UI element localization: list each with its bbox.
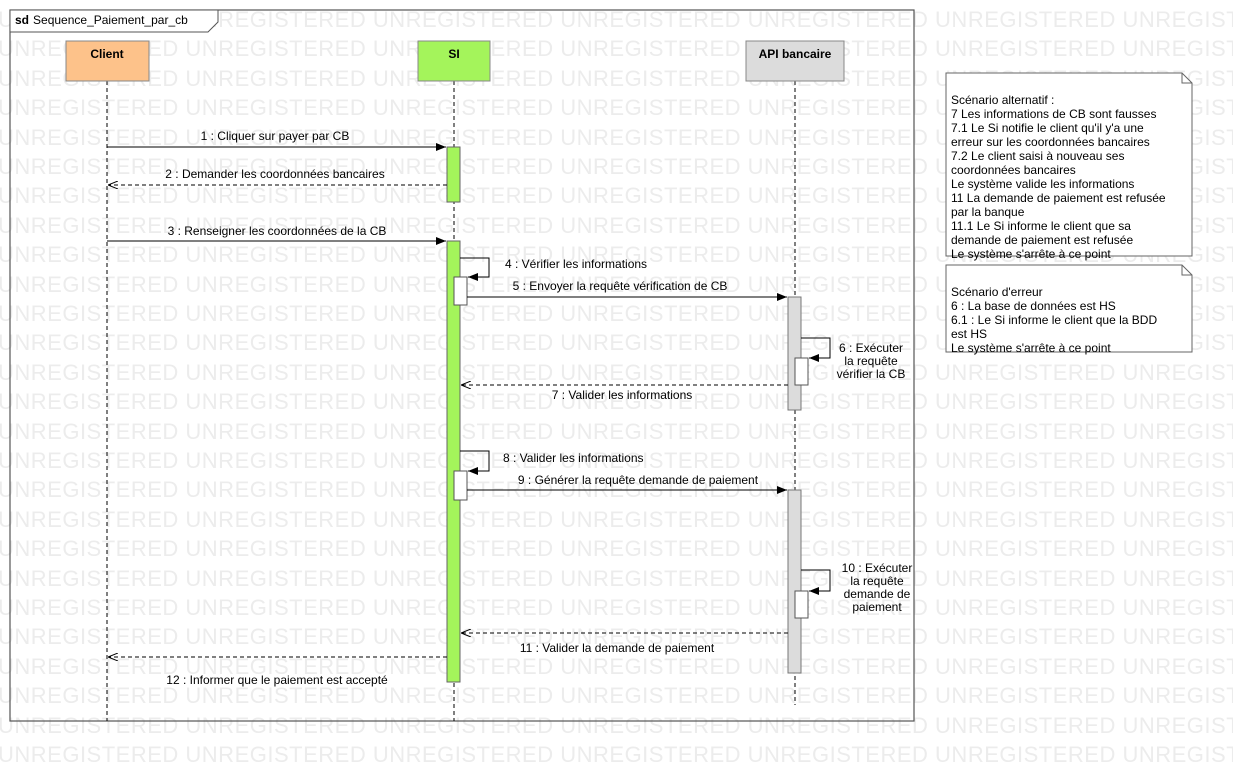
sequence-frame: [9, 9, 915, 722]
message-8-label: 8 : Valider les informations: [503, 451, 644, 465]
message-5-label: 5 : Envoyer la requête vérification de C…: [513, 279, 728, 293]
message-1-label: 1 : Cliquer sur payer par CB: [201, 129, 350, 143]
frame-name: Sequence_Paiement_par_cb: [33, 13, 188, 27]
note-error-scenario[interactable]: Scénario d'erreur 6 : La base de données…: [946, 268, 1190, 355]
activation-si-self-4: [453, 276, 468, 306]
lifeline-client[interactable]: Client: [65, 40, 150, 82]
lifeline-api[interactable]: API bancaire: [745, 40, 845, 82]
frame-label-tab: [9, 9, 219, 33]
message-3-label: 3 : Renseigner les coordonnées de la CB: [168, 224, 387, 238]
note-error-fold: [1181, 265, 1192, 276]
message-10-arrow: [801, 569, 831, 595]
frame-keyword: sd: [15, 13, 30, 27]
activation-api-2: [787, 489, 802, 674]
note-alternative-text: Scénario alternatif : 7 Les informations…: [951, 93, 1166, 261]
note-error-shape: [945, 264, 1193, 353]
message-6-arrow: [801, 337, 831, 362]
message-11-label: 11 : Valider la demande de paiement: [520, 641, 715, 655]
activation-api-self-6: [794, 357, 809, 386]
message-12-label: 12 : Informer que le paiement est accept…: [166, 673, 388, 687]
lifeline-api-box: [745, 40, 845, 82]
message-2-label: 2 : Demander les coordonnées bancaires: [165, 167, 384, 181]
message-9-label: 9 : Générer la requête demande de paieme…: [518, 473, 759, 487]
note-alternative-shape: [945, 72, 1193, 257]
lifeline-api-name: API bancaire: [759, 47, 832, 61]
activation-si-2: [446, 240, 461, 683]
lifeline-client-box: [65, 40, 150, 82]
activation-api-self-10: [794, 590, 809, 619]
lifeline-client-name: Client: [90, 47, 123, 61]
message-7-label: 7 : Valider les informations: [552, 388, 693, 402]
note-error-text: Scénario d'erreur 6 : La base de données…: [951, 285, 1158, 355]
message-8-arrow: [460, 450, 490, 475]
message-4-label: 4 : Vérifier les informations: [505, 257, 647, 271]
note-alternative-scenario[interactable]: Scénario alternatif : 7 Les informations…: [946, 76, 1190, 261]
activation-si-1: [446, 146, 461, 203]
lifeline-si-name: SI: [448, 47, 459, 61]
activation-api-1: [787, 296, 802, 411]
message-4-arrow: [460, 257, 490, 281]
lifeline-si[interactable]: SI: [417, 40, 491, 82]
activation-si-self-8: [453, 470, 468, 501]
lifeline-si-box: [417, 40, 491, 82]
note-alternative-fold: [1181, 73, 1192, 84]
